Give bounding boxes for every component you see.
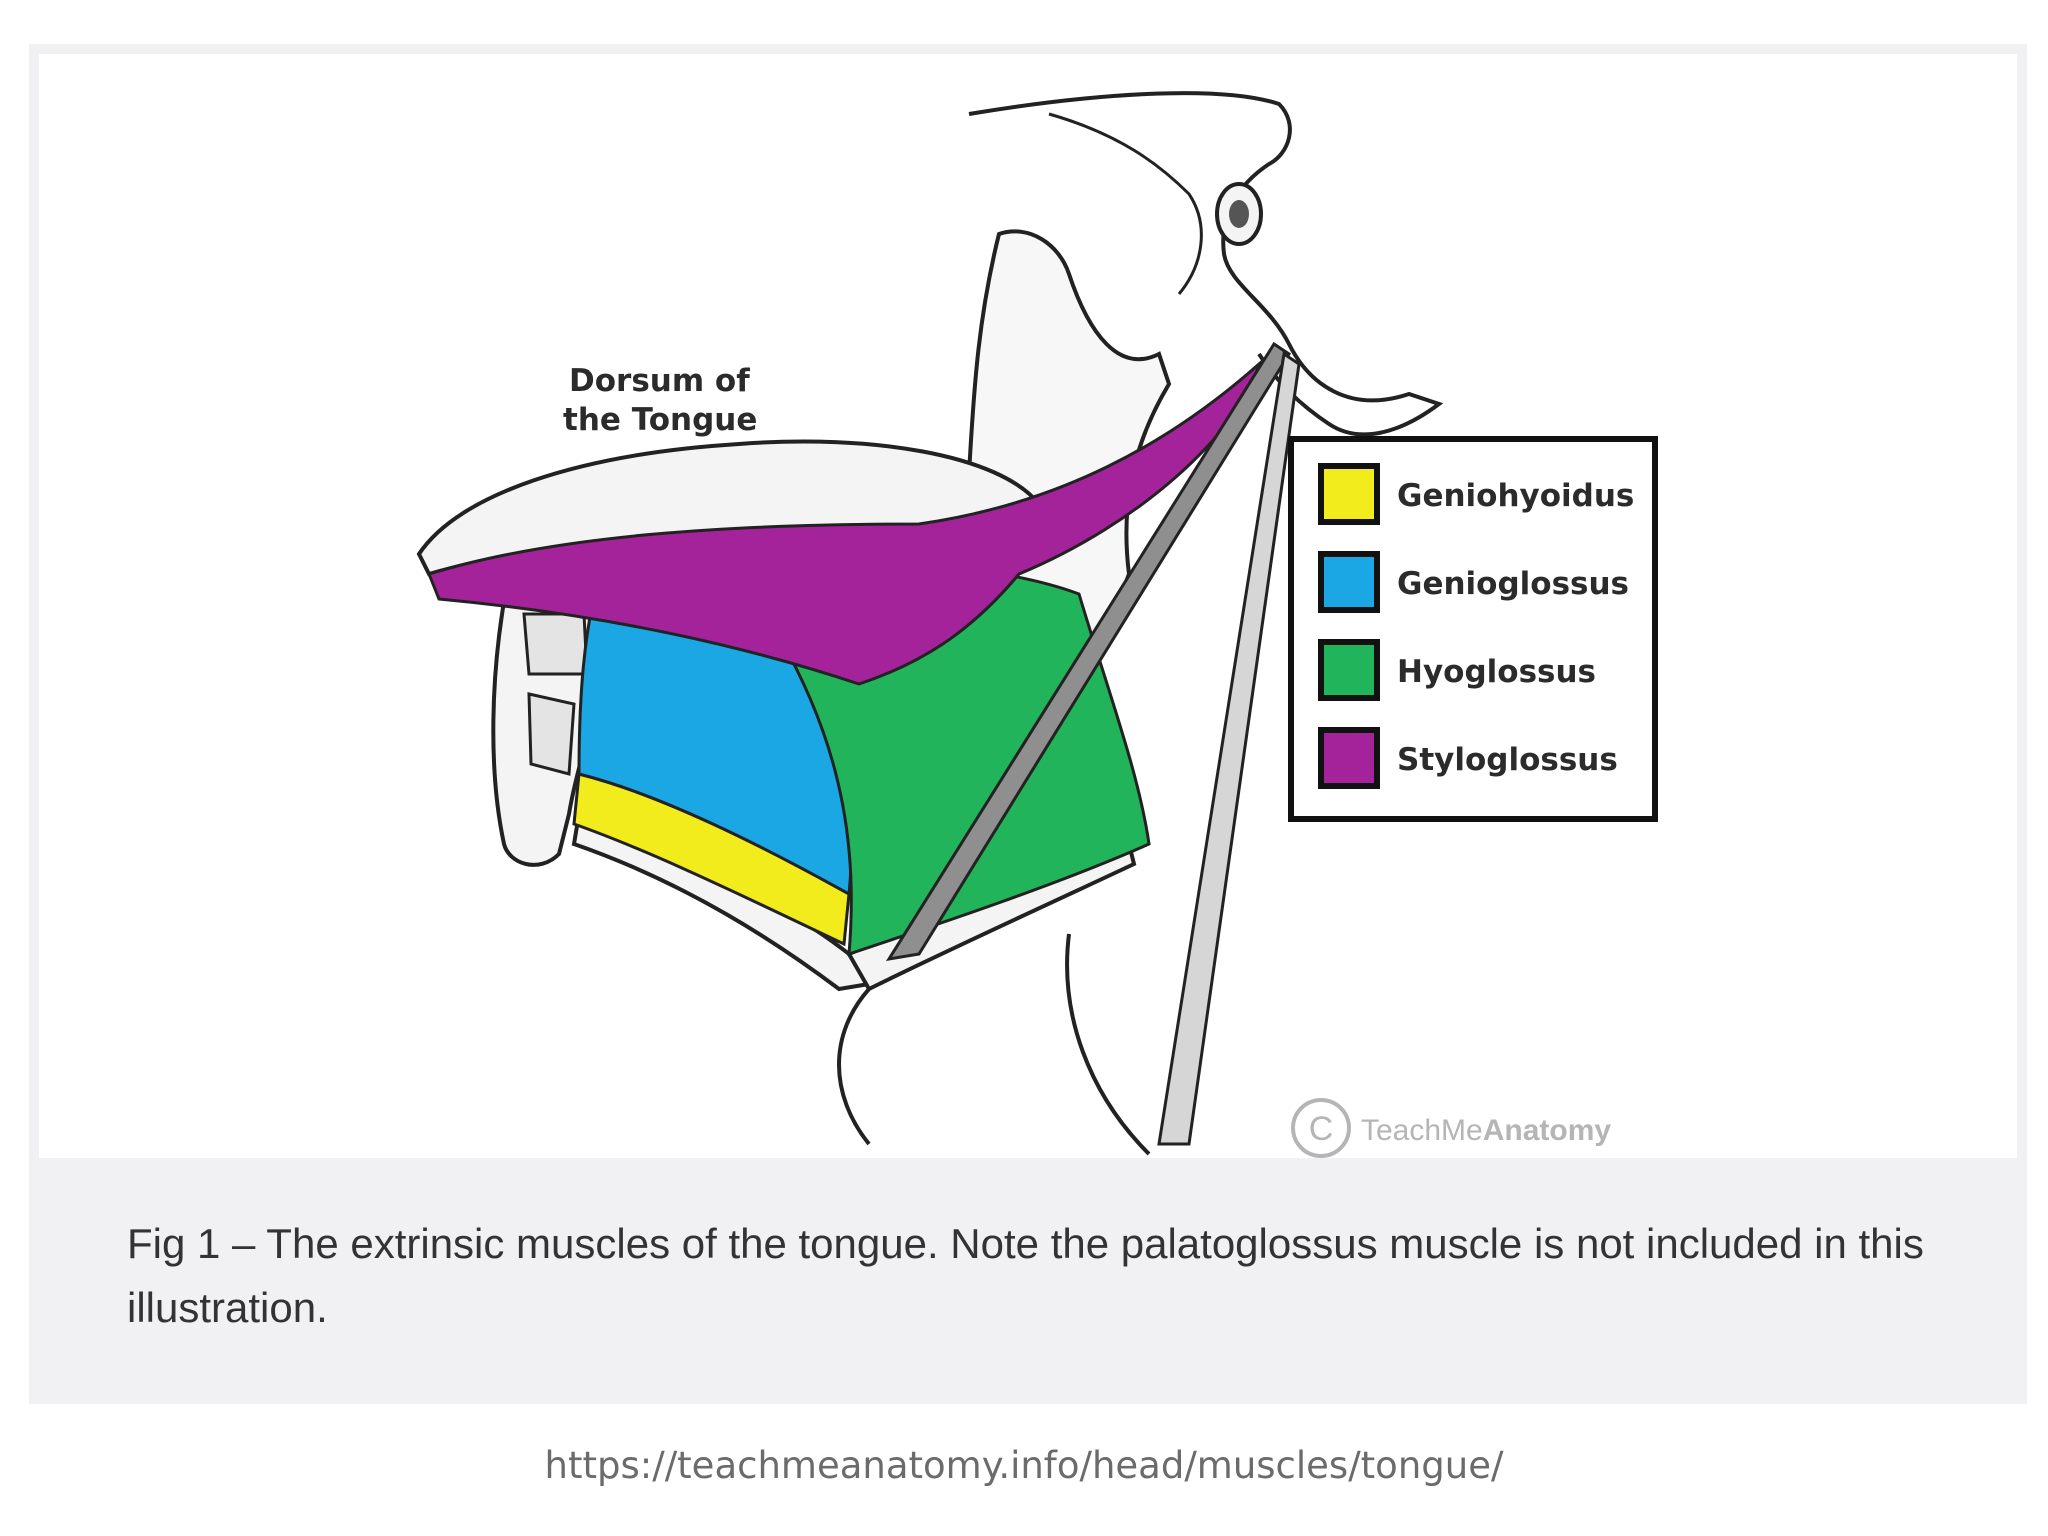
copyright-icon (1291, 1098, 1351, 1158)
legend-label-genioglossus: Genioglossus (1397, 566, 1629, 602)
copyright-symbol: C (1309, 1110, 1334, 1148)
watermark-bold: Anatomy (1483, 1114, 1612, 1147)
anatomy-diagram: Dorsum of the Tongue GeniohyoidusGeniogl… (416, 91, 1658, 1158)
legend-swatch-genioglossus (1318, 551, 1380, 613)
source-url-link[interactable]: https://teachmeanatomy.info/head/muscles… (544, 1444, 1504, 1487)
tooth (527, 692, 576, 776)
skull-curve (1048, 112, 1203, 295)
tooth (522, 612, 589, 676)
skull-base-outline (968, 91, 1444, 437)
pharynx-outline (837, 933, 1151, 1156)
legend-swatch-geniohyoidus (1318, 463, 1380, 525)
legend-swatch-hyoglossus (1318, 639, 1380, 701)
dorsum-label-line1: Dorsum of (569, 363, 750, 399)
watermark-light: TeachMe (1361, 1114, 1483, 1147)
legend-label-geniohyoidus: Geniohyoidus (1397, 478, 1634, 514)
stylopharyngeus (1157, 351, 1301, 1146)
legend: GeniohyoidusGenioglossusHyoglossusStylog… (1288, 436, 1658, 822)
ear-canal-inner (1229, 200, 1249, 228)
stylohyoid-ligament (885, 341, 1292, 962)
watermark-text: TeachMeAnatomy (1361, 1114, 1611, 1147)
legend-label-hyoglossus: Hyoglossus (1397, 654, 1596, 690)
legend-swatch-styloglossus (1318, 727, 1380, 789)
watermark: C TeachMeAnatomy (1291, 1098, 1611, 1158)
legend-label-styloglossus: Styloglossus (1397, 742, 1618, 778)
figure-caption: Fig 1 – The extrinsic muscles of the ton… (127, 1220, 1924, 1331)
dorsum-label-line2: the Tongue (563, 402, 757, 438)
